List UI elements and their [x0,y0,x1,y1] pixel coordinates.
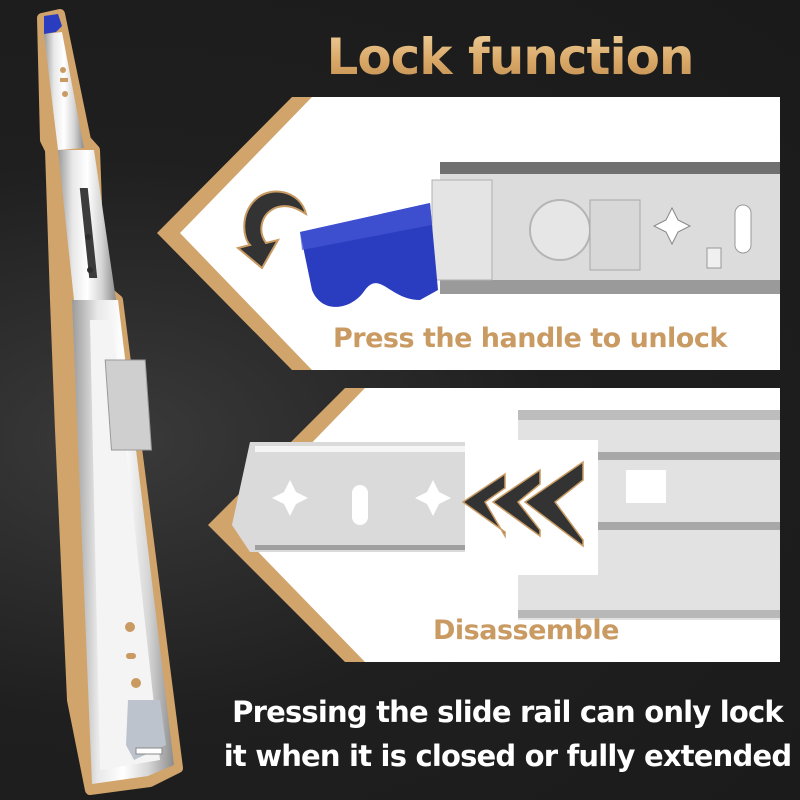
page-title: Lock function [300,22,720,92]
footer-line-2: it when it is closed or fully extended [223,739,792,773]
blue-handle [300,203,438,307]
triple-chevron-left-icon [461,460,584,548]
slide-rail-product-image [37,9,183,795]
footer-line-1: Pressing the slide rail can only lock [232,695,784,729]
slide-rail-closeup [431,162,780,294]
footer-description: Pressing the slide rail can only lock it… [215,690,800,778]
disassemble-caption: Disassemble [433,615,619,646]
unlock-caption: Press the handle to unlock [333,323,727,354]
rotate-arrow-icon [235,190,308,270]
